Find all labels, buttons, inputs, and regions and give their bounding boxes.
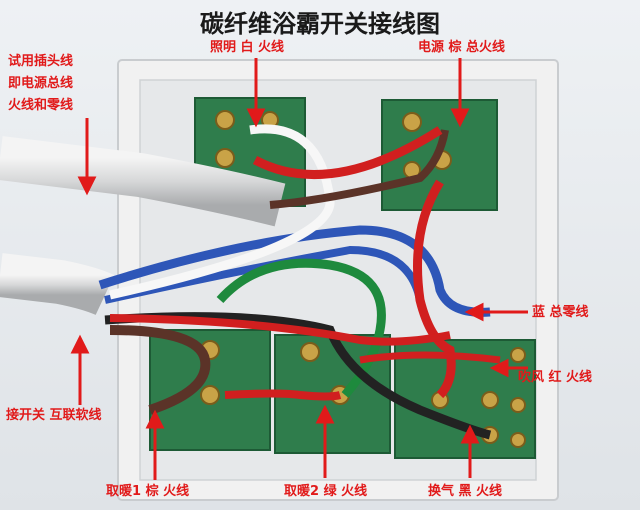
wire-blue-neutral bbox=[98, 225, 491, 317]
wire-red-bottom bbox=[224, 389, 342, 401]
wire-brown-heat1 bbox=[109, 325, 211, 415]
wire-white-lighting bbox=[109, 124, 335, 300]
label-power-supply-line: 试用插头线 即电源总线 火线和零线 bbox=[8, 54, 73, 114]
label-heat1: 取暖1 棕 火线 bbox=[106, 484, 190, 499]
label-lighting: 照明 白 火线 bbox=[210, 40, 285, 55]
wire-red-top bbox=[252, 126, 443, 179]
wire-brown-power bbox=[269, 129, 449, 209]
wire-blue-second bbox=[104, 245, 424, 304]
label-heat2: 取暖2 绿 火线 bbox=[284, 484, 368, 499]
label-vent: 换气 黑 火线 bbox=[428, 484, 503, 499]
label-power-supply-line-3: 火线和零线 bbox=[8, 98, 74, 113]
label-neutral: 蓝 总零线 bbox=[532, 305, 589, 320]
label-power-supply-line-2: 即电源总线 bbox=[8, 76, 74, 91]
label-power: 电源 棕 总火线 bbox=[418, 40, 506, 55]
wire-red-vertical bbox=[413, 179, 456, 399]
power-cable-upper bbox=[0, 136, 286, 227]
wire-red-link bbox=[109, 314, 451, 346]
wire-red-fan bbox=[359, 351, 501, 364]
power-cable-lower bbox=[0, 253, 115, 316]
page-title: 碳纤维浴霸开关接线图 bbox=[200, 10, 440, 38]
label-power-supply-line-1: 试用插头线 bbox=[8, 54, 74, 69]
label-switch-link: 接开关 互联软线 bbox=[6, 408, 102, 423]
annotation-arrows bbox=[70, 58, 528, 480]
label-fan: 吹风 红 火线 bbox=[518, 370, 593, 385]
wire-black-vent bbox=[104, 312, 492, 440]
